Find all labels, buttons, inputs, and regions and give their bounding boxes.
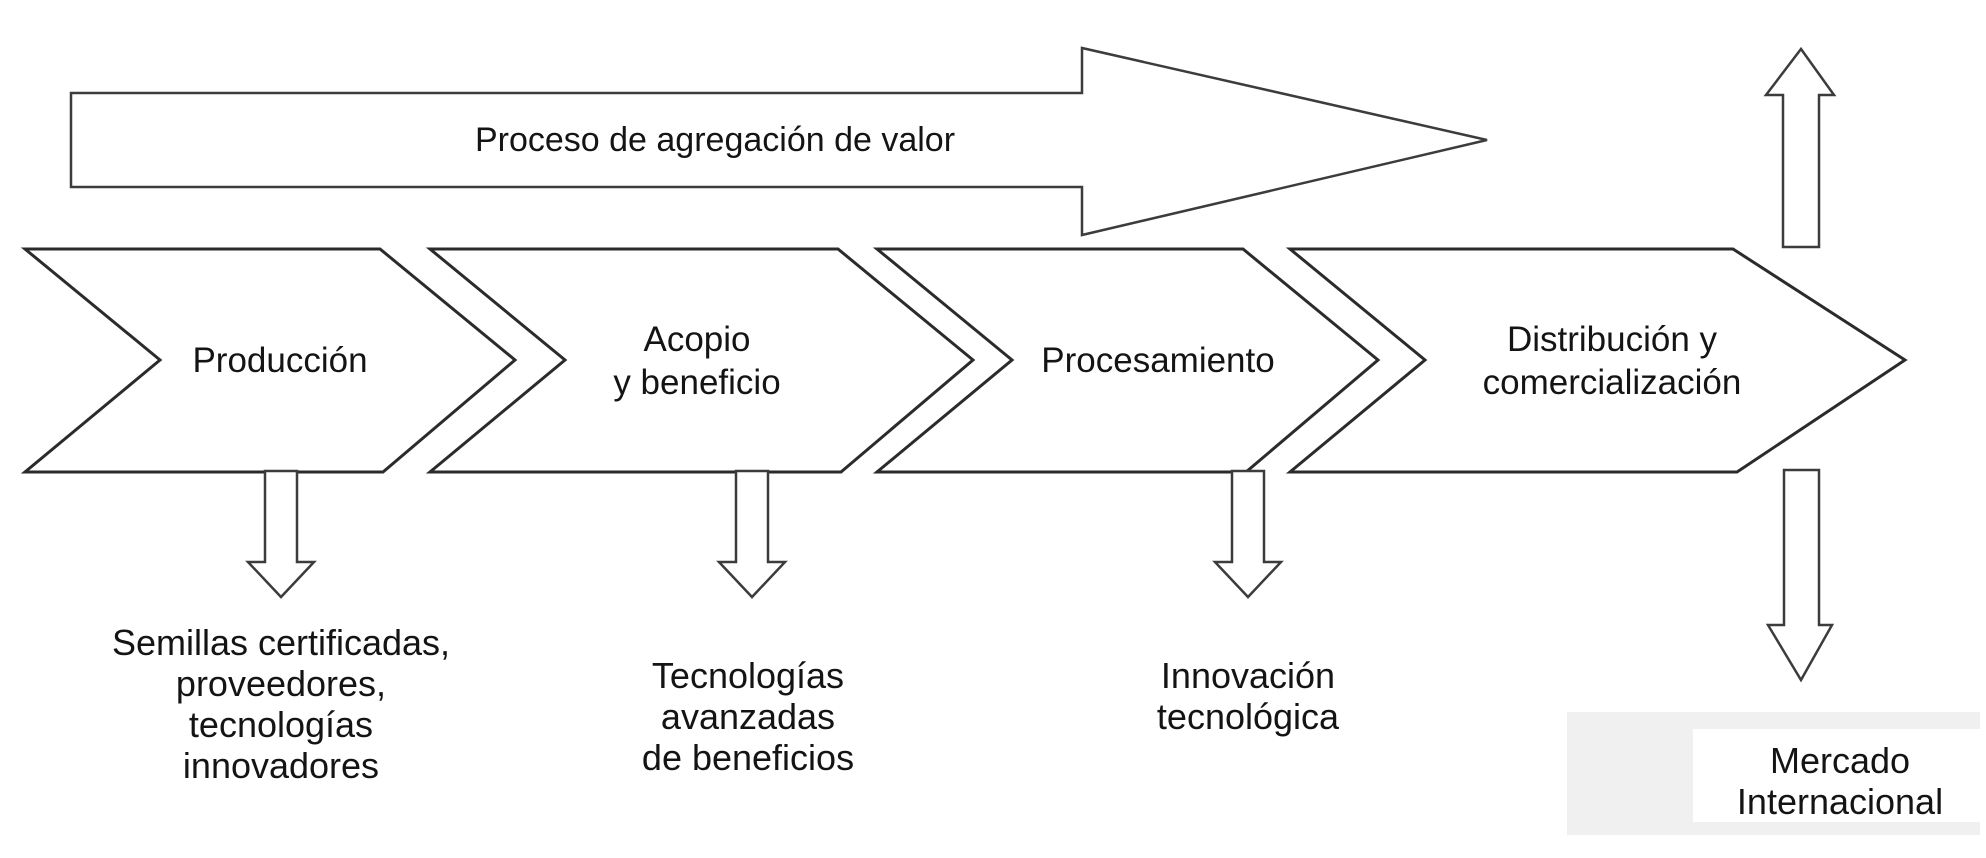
down-arrow-acopio-icon	[716, 469, 788, 599]
chevron-distribucion-shape	[1285, 247, 1908, 474]
stage-label-acopio: Acopio y beneficio	[613, 319, 781, 402]
stage-label-distribucion: Distribución y comercialización	[1482, 319, 1742, 402]
stage-label-procesamiento: Procesamiento	[1041, 341, 1275, 380]
chevron-acopio-shape	[425, 247, 976, 474]
annotation-produccion: Semillas certificadas, proveedores, tecn…	[111, 622, 451, 786]
stage-label-produccion: Producción	[192, 341, 368, 380]
down-arrow-produccion-icon	[245, 469, 317, 599]
up-arrow-icon	[1763, 46, 1837, 249]
annotation-acopio: Tecnologías avanzadas de beneficios	[641, 655, 855, 778]
big-down-arrow-icon	[1765, 468, 1835, 683]
chevron-produccion-shape	[20, 247, 518, 474]
mercado-white-panel	[1693, 729, 1986, 822]
down-arrow-procesamiento-icon	[1212, 469, 1284, 599]
value-process-arrow-icon	[69, 46, 1488, 237]
banner-title: Proceso de agregación de valor	[474, 120, 956, 159]
annotation-procesamiento: Innovación tecnológica	[1156, 655, 1340, 737]
annotation-mercado-internacional: Mercado Internacional	[1736, 740, 1944, 822]
